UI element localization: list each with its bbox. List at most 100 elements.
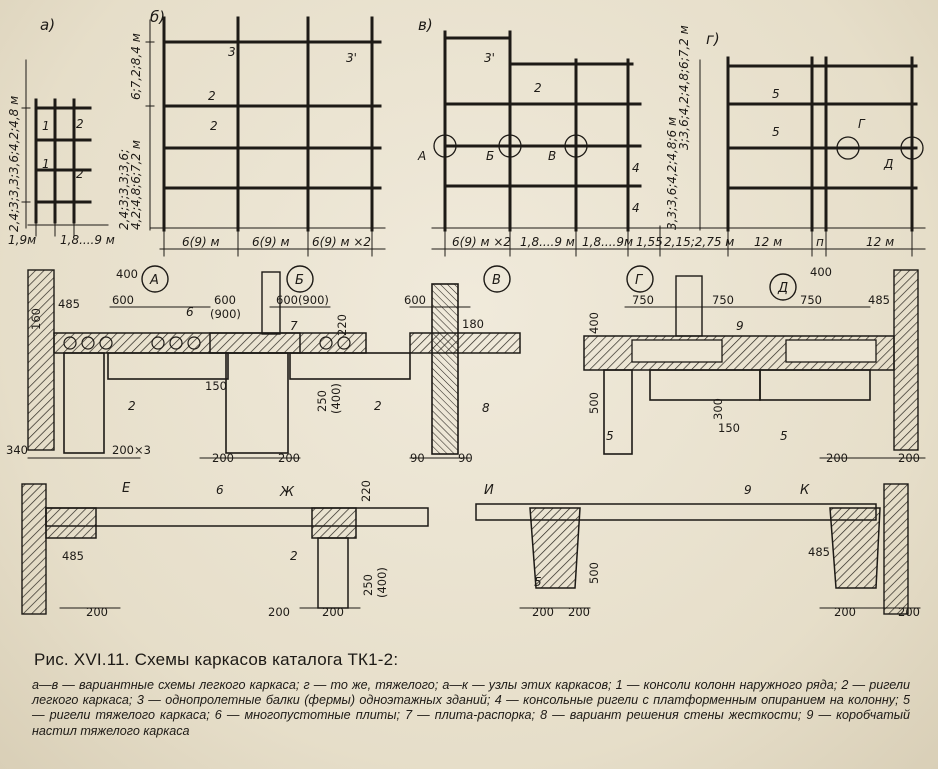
detail-dim-200-d2: 200 bbox=[898, 451, 920, 465]
scheme-b-letter: б) bbox=[150, 8, 165, 26]
detail-b-dim-200-i2: 200 bbox=[568, 605, 590, 619]
scheme-g-label-5b: 5 bbox=[772, 125, 780, 139]
scheme-a bbox=[21, 59, 109, 237]
scheme-v-label-3prime: 3' bbox=[484, 51, 495, 65]
detail-label-5a: 5 bbox=[606, 429, 614, 443]
scheme-v-node-v: В bbox=[548, 149, 556, 163]
scheme-v bbox=[431, 30, 721, 257]
detail-dim-90-a: 90 bbox=[410, 451, 425, 465]
detail-b-dim-200-zh2: 200 bbox=[322, 605, 344, 619]
scheme-a-label-1: 1 bbox=[42, 119, 50, 133]
detail-b-dim-200-zh1: 200 bbox=[268, 605, 290, 619]
detail-label-6: 6 bbox=[186, 305, 194, 319]
scheme-g-node-d: Д bbox=[883, 157, 893, 171]
node-circle-v bbox=[564, 134, 588, 158]
detail-dim-400-a: 400 bbox=[116, 267, 138, 281]
scheme-b-label-2a: 2 bbox=[208, 89, 216, 103]
detail-dim-160: 160 bbox=[29, 308, 43, 330]
detail-dim-200-d1: 200 bbox=[826, 451, 848, 465]
scheme-v-label-2: 2 bbox=[534, 81, 542, 95]
caption-title: Рис. XVI.11. Схемы каркасов каталога ТК1… bbox=[34, 650, 399, 669]
scheme-g-dim-2: 12 м bbox=[754, 235, 782, 249]
detail-dim-900-b: (900) bbox=[210, 307, 241, 321]
scheme-b-dim-vertical-bottom-1: 2,4;3;3,3;3,6; bbox=[117, 149, 131, 230]
detail-node-a: А bbox=[149, 273, 159, 288]
detail-dim-750-b: 750 bbox=[712, 293, 734, 307]
detail-node-g: Г bbox=[635, 273, 644, 288]
detail-b-dim-200-k1: 200 bbox=[834, 605, 856, 619]
detail-label-8: 8 bbox=[482, 401, 490, 415]
detail-b-label-2: 2 bbox=[290, 549, 298, 563]
scheme-v-label-4b: 4 bbox=[632, 201, 640, 215]
detail-b-label-5: 5 bbox=[534, 575, 542, 589]
scheme-a-label-3: 1 bbox=[42, 157, 50, 171]
detail-dim-400-d: 400 bbox=[810, 265, 832, 279]
detail-label-5b: 5 bbox=[780, 429, 788, 443]
detail-row-bottom bbox=[21, 483, 921, 615]
scheme-a-dim-vertical: 2,4;3;3,3;3,6;4,2;4,8 м bbox=[7, 96, 21, 232]
detail-b-dim-200-i1: 200 bbox=[532, 605, 554, 619]
node-circle-a bbox=[433, 134, 457, 158]
scheme-v-letter: в) bbox=[418, 16, 433, 34]
detail-dim-150-g: 150 bbox=[718, 421, 740, 435]
detail-b-dim-200-k2: 200 bbox=[898, 605, 920, 619]
scheme-g-dim-1: 2,15;2,75 м bbox=[664, 235, 734, 249]
detail-dim-600-900: 600(900) bbox=[276, 293, 329, 307]
scheme-v-dim-3: 1,8....9м bbox=[582, 235, 633, 249]
detail-dim-150-b: 150 bbox=[205, 379, 227, 393]
detail-dim-200x3: 200×3 bbox=[112, 443, 151, 457]
detail-dim-485-d: 485 bbox=[868, 293, 890, 307]
detail-row-top bbox=[27, 265, 926, 459]
scheme-g-node-g: Г bbox=[858, 117, 866, 131]
node-circle-g bbox=[836, 136, 860, 160]
scheme-a-label-4: 2 bbox=[76, 167, 84, 181]
detail-dim-485-a: 485 bbox=[58, 297, 80, 311]
detail-dim-600-a: 600 bbox=[112, 293, 134, 307]
scheme-g bbox=[699, 56, 926, 257]
detail-dim-220: 220 bbox=[335, 314, 349, 336]
scheme-g-label-5a: 5 bbox=[772, 87, 780, 101]
scheme-g-letter: г) bbox=[706, 30, 720, 48]
scheme-a-letter: а) bbox=[40, 16, 55, 34]
detail-b-dim-485-k: 485 bbox=[808, 545, 830, 559]
detail-b-label-6: 6 bbox=[216, 483, 224, 497]
detail-dim-200-b1: 200 bbox=[212, 451, 234, 465]
scheme-v-dim-2: 1,8....9 м bbox=[520, 235, 575, 249]
detail-dim-500: 500 bbox=[587, 392, 601, 414]
detail-b-dim-400: (400) bbox=[375, 567, 389, 598]
scheme-g-dim-vertical-top: 3;3,6;4,2;4,8;6;7,2 м bbox=[677, 25, 691, 150]
detail-dim-340: 340 bbox=[6, 443, 28, 457]
detail-b-dim-485-e: 485 bbox=[62, 549, 84, 563]
detail-node-v: В bbox=[492, 273, 501, 288]
scheme-v-node-b: Б bbox=[486, 149, 494, 163]
scheme-v-dim-1: 6(9) м ×2 bbox=[452, 235, 511, 249]
scheme-a-label-2: 2 bbox=[76, 117, 84, 131]
scheme-a-dim-1: 1,9м bbox=[8, 233, 36, 247]
detail-b-dim-500: 500 bbox=[587, 562, 601, 584]
detail-dim-750-c: 750 bbox=[800, 293, 822, 307]
detail-dim-300: 300 bbox=[711, 398, 725, 420]
detail-dim-200-b2: 200 bbox=[278, 451, 300, 465]
detail-node-b: Б bbox=[295, 273, 304, 288]
detail-dim-600-b: 600 bbox=[214, 293, 236, 307]
detail-node-d: Д bbox=[777, 281, 788, 296]
scheme-v-dim-4: 1,55 bbox=[636, 235, 663, 249]
detail-dim-600-v: 600 bbox=[404, 293, 426, 307]
detail-node-e: Е bbox=[122, 481, 131, 496]
scheme-b-dim-vertical-top: 6;7,2;8,4 м bbox=[129, 33, 143, 100]
detail-dim-90-b: 90 bbox=[458, 451, 473, 465]
detail-b-label-9: 9 bbox=[744, 483, 752, 497]
detail-dim-400-g: 400 bbox=[587, 312, 601, 334]
detail-dim-750-a: 750 bbox=[632, 293, 654, 307]
detail-label-9: 9 bbox=[736, 319, 744, 333]
scheme-b-label-3: 3 bbox=[228, 45, 236, 59]
detail-b-dim-250: 250 bbox=[361, 574, 375, 596]
detail-label-2a: 2 bbox=[128, 399, 136, 413]
node-circle-d bbox=[900, 136, 924, 160]
scheme-v-label-4a: 4 bbox=[632, 161, 640, 175]
scheme-b-dim-vertical-bottom-2: 4,2;4,8;6;7,2 м bbox=[129, 140, 143, 230]
scheme-b bbox=[145, 16, 386, 257]
detail-label-7: 7 bbox=[290, 319, 298, 333]
detail-node-zh: Ж bbox=[279, 485, 295, 500]
